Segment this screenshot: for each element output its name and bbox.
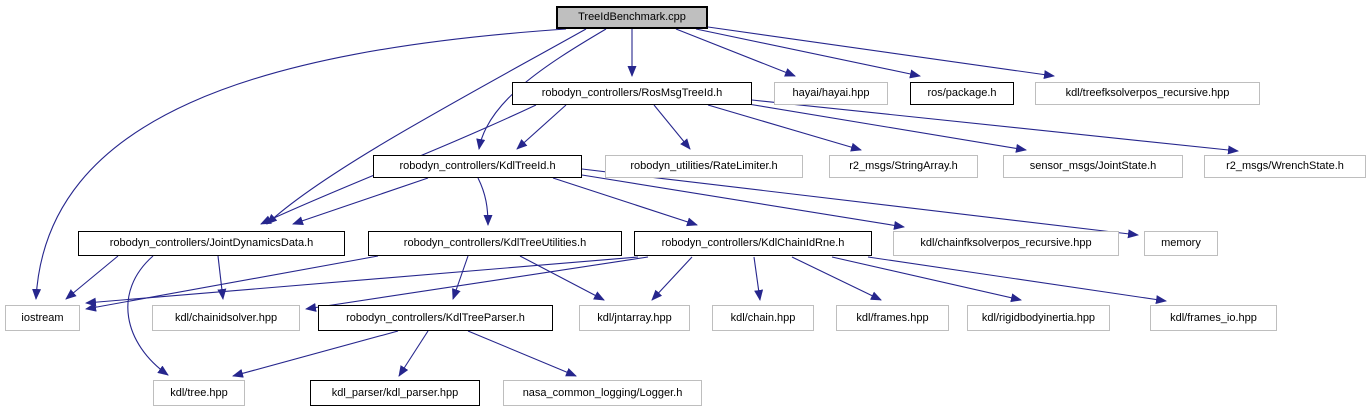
edge-chainidrne-to-frames [791,256,882,301]
edge-jdd-to-iostream [65,255,119,300]
edge-chainidrne-to-rigidbody [831,256,1022,303]
node-tree: kdl/tree.hpp [153,380,245,406]
node-logger: nasa_common_logging/Logger.h [503,380,702,406]
node-rigidbody: kdl/rigidbodyinertia.hpp [967,305,1110,331]
node-utilities[interactable]: robodyn_controllers/KdlTreeUtilities.h [368,231,622,256]
edge-utilities-to-iostream [85,255,379,312]
edge-rosmsg-to-wrenchstate [751,99,1239,155]
node-chainfk: kdl/chainfksolverpos_recursive.hpp [893,231,1119,256]
edge-root-to-jdd [266,28,587,225]
edge-kdltreeid-to-jdd [292,177,429,226]
node-chainidsolver: kdl/chainidsolver.hpp [152,305,300,331]
edge-parser-to-logger [467,330,577,377]
node-jdd[interactable]: robodyn_controllers/JointDynamicsData.h [78,231,345,256]
node-parser[interactable]: robodyn_controllers/KdlTreeParser.h [318,305,553,331]
edge-rosmsg-to-stringarray [707,104,862,152]
edge-utilities-to-parser [452,255,469,300]
edge-parser-to-tree [232,330,399,378]
edge-root-to-hayai [675,28,796,77]
node-rosmsg[interactable]: robodyn_controllers/RosMsgTreeId.h [512,82,752,105]
node-ratelimiter: robodyn_utilities/RateLimiter.h [605,155,803,178]
edge-utilities-to-jntarray [519,255,605,301]
edge-chainidrne-to-iostream [85,256,639,307]
edge-kdltreeid-to-utilities [477,177,493,226]
node-kdlparser[interactable]: kdl_parser/kdl_parser.hpp [310,380,480,406]
node-stringarray: r2_msgs/StringArray.h [829,155,978,178]
node-rospackage[interactable]: ros/package.h [910,82,1014,105]
edge-kdltreeid-to-chainfk [581,174,905,230]
edge-chainidrne-to-chainidsolver [305,256,649,312]
edge-rosmsg-to-kdltreeid [516,104,567,150]
node-jointstate: sensor_msgs/JointState.h [1003,155,1183,178]
node-wrenchstate: r2_msgs/WrenchState.h [1204,155,1366,178]
edge-parser-to-kdlparser [398,330,429,377]
edge-chainidrne-to-chain [753,256,764,301]
edge-kdltreeid-to-chainidrne [552,177,698,227]
edge-jdd-to-tree [127,255,169,376]
node-framesio: kdl/frames_io.hpp [1150,305,1277,331]
node-treefk: kdl/treefksolverpos_recursive.hpp [1035,82,1260,105]
edge-rosmsg-to-jointstate [747,103,1027,153]
edge-root-to-iostream [32,28,567,300]
edge-root-to-treefk [707,26,1055,80]
edge-chainidrne-to-framesio [867,256,1167,304]
node-chainidrne[interactable]: robodyn_controllers/KdlChainIdRne.h [634,231,872,256]
edge-jdd-to-chainidsolver [217,255,227,300]
edge-kdltreeid-to-memory [581,168,1139,239]
node-frames: kdl/frames.hpp [836,305,949,331]
node-memory: memory [1144,231,1218,256]
node-jntarray: kdl/jntarray.hpp [579,305,690,331]
node-chain: kdl/chain.hpp [712,305,814,331]
node-kdltreeid[interactable]: robodyn_controllers/KdlTreeId.h [373,155,582,178]
node-hayai: hayai/hayai.hpp [774,82,888,105]
node-root: TreeIdBenchmark.cpp [556,6,708,29]
node-iostream: iostream [5,305,80,331]
edge-rosmsg-to-ratelimiter [653,104,691,150]
edge-chainidrne-to-jntarray [651,256,693,301]
edge-root-to-rospackage [695,28,921,79]
